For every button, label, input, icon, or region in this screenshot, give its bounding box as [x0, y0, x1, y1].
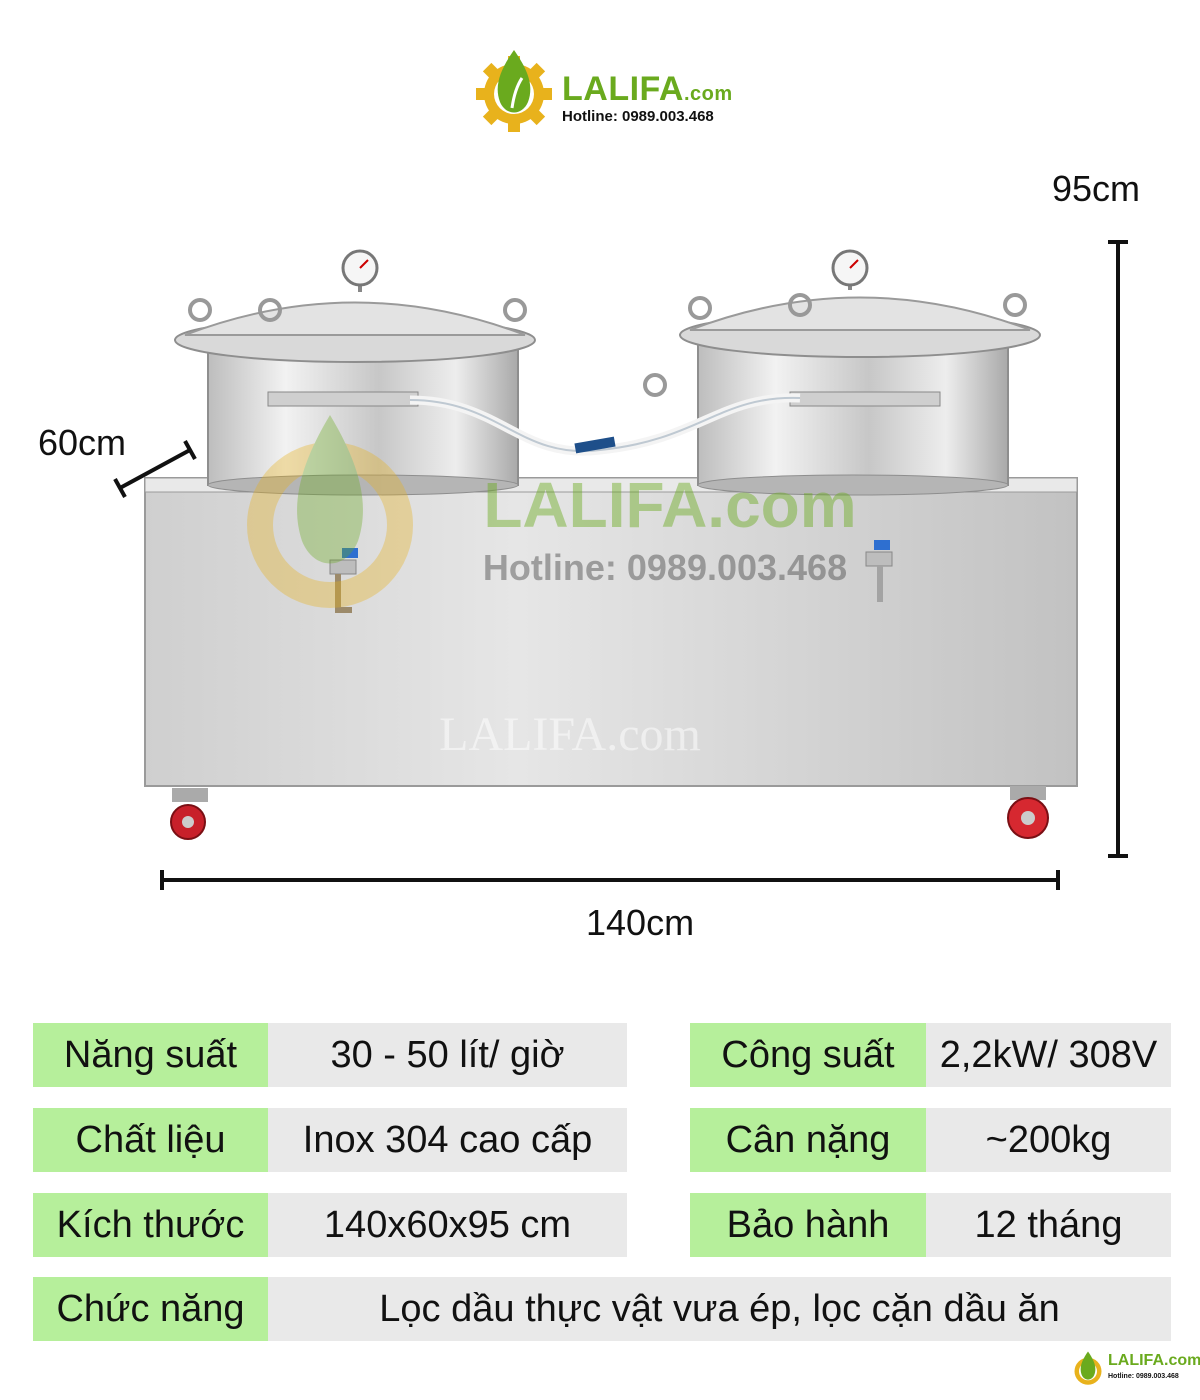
- spec-label: Chức năng: [33, 1277, 268, 1341]
- spec-label: Chất liệu: [33, 1108, 268, 1172]
- right-tap: [865, 540, 893, 602]
- spec-label: Năng suất: [33, 1023, 268, 1087]
- corner-brand-name: LALIFA.com: [1108, 1352, 1200, 1369]
- left-tap: [329, 548, 358, 613]
- spec-value: Lọc dầu thực vật vưa ép, lọc cặn dầu ăn: [268, 1277, 1171, 1341]
- wheel-icon: [170, 788, 208, 840]
- watermark-name-serif: LALIFA.com: [439, 708, 701, 761]
- corner-logo: LALIFA.com Hotline: 0989.003.468: [1070, 1348, 1200, 1390]
- brand-hotline: Hotline: 0989.003.468: [562, 108, 714, 125]
- brand-name: LALIFA: [562, 70, 684, 108]
- cabinet-body: [144, 477, 1078, 787]
- spec-label: Cân nặng: [690, 1108, 926, 1172]
- spec-value: 12 tháng: [926, 1193, 1171, 1257]
- wheel-icon: [1007, 786, 1049, 839]
- spec-value: 140x60x95 cm: [268, 1193, 627, 1257]
- spec-value: 30 - 50 lít/ giờ: [268, 1023, 627, 1087]
- spec-value: Inox 304 cao cấp: [268, 1108, 627, 1172]
- watermark-hotline: Hotline: 0989.003.468: [483, 547, 847, 588]
- left-filter-tank: [174, 249, 536, 496]
- spec-label: Công suất: [690, 1023, 926, 1087]
- corner-brand-hotline: Hotline: 0989.003.468: [1108, 1373, 1179, 1380]
- brand-logo: LALIFA.com Hotline: 0989.003.468: [474, 44, 754, 134]
- height-dimension-label: 95cm: [1052, 168, 1141, 209]
- product-illustration: LALIFA.com Hotline: 0989.003.468 LALIFA.…: [113, 240, 1128, 890]
- depth-dimension-label: 60cm: [38, 422, 127, 463]
- spec-value: ~200kg: [926, 1108, 1171, 1172]
- dimension-lines: [113, 240, 1128, 890]
- gear-leaf-logo-icon: [1074, 1351, 1102, 1385]
- right-filter-tank: [643, 249, 1041, 496]
- brand-domain: .com: [683, 83, 733, 105]
- spec-value: 2,2kW/ 308V: [926, 1023, 1171, 1087]
- gear-leaf-logo-icon: [476, 50, 552, 132]
- spec-label: Bảo hành: [690, 1193, 926, 1257]
- watermark-name: LALIFA.com: [483, 469, 856, 541]
- width-dimension-label: 140cm: [586, 902, 695, 943]
- spec-label: Kích thước: [33, 1193, 268, 1257]
